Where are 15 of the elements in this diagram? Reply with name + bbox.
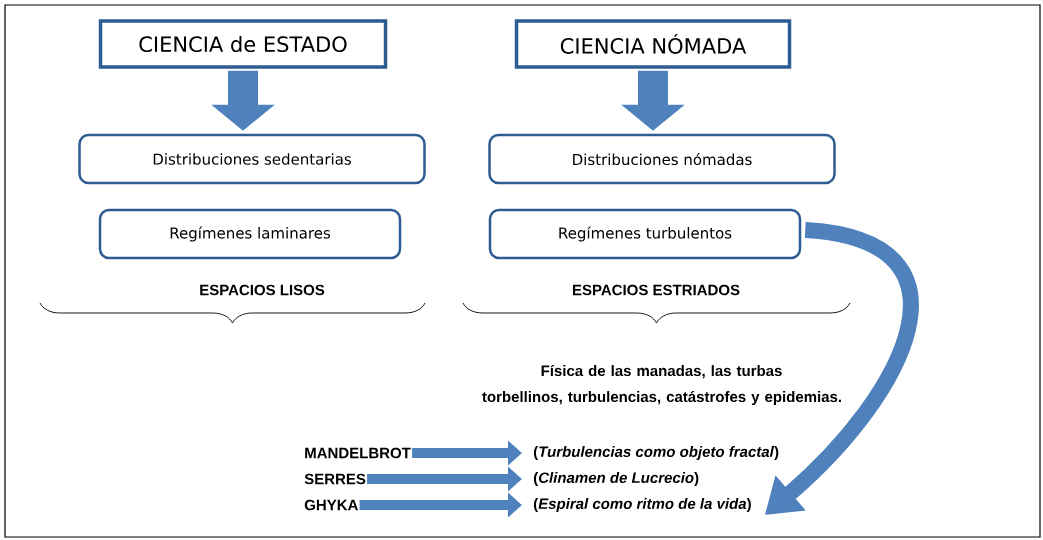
rounded-box: Regímenes laminares [98, 208, 402, 260]
title-box: CIENCIA de ESTADO [98, 19, 388, 69]
caption-text: ESPACIOS LISOS [200, 284, 325, 296]
caption-text: Física de las manadas, las turbas torbellinos, turbulencias, catástrofes y epidemias. [482, 364, 841, 406]
rounded-box: Distribuciones nómadas [488, 133, 836, 185]
description-text: (Clinamen de Lucrecio) [533, 472, 699, 486]
description-text: (Espiral como ritmo de la vida) [533, 498, 751, 512]
caption-text: ESPACIOS ESTRIADOS [572, 284, 740, 296]
title-box: CIENCIA NÓMADA [514, 19, 792, 69]
description-text: (Turbulencias como objeto fractal) [533, 446, 779, 460]
name-text: GHYKA [304, 499, 358, 511]
name-text: MANDELBROT [305, 447, 411, 459]
rounded-box: Distribuciones sedentarias [78, 133, 426, 185]
rounded-box: Regímenes turbulentos [488, 208, 802, 260]
name-text: SERRES [304, 473, 366, 485]
